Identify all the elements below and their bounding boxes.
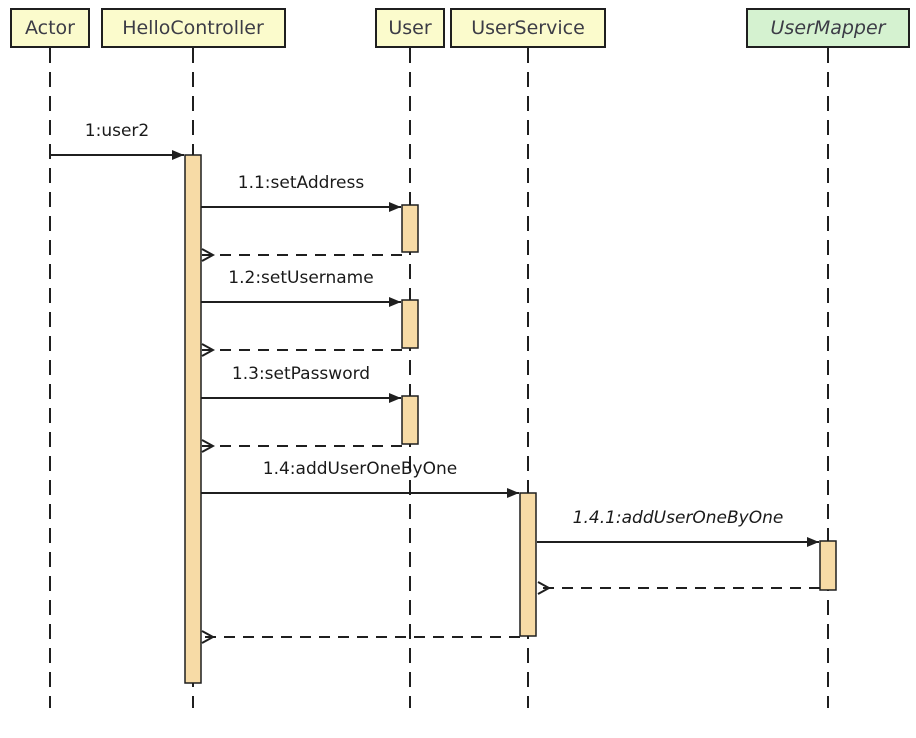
participant-box-userservice: UserService: [450, 8, 606, 48]
participant-box-hellocontroller: HelloController: [100, 8, 286, 48]
message-label-user2: 1:user2: [84, 121, 150, 141]
message-label-setaddress: 1.1:setAddress: [237, 173, 365, 193]
messages-layer: [50, 150, 820, 637]
activations-layer: [184, 154, 837, 684]
activation-bar-userservice-4: [519, 492, 537, 637]
participant-box-usermapper: UserMapper: [746, 8, 910, 48]
message-label-adduseronebyone: 1.4:addUserOneByOne: [262, 459, 458, 479]
message-label-setusername: 1.2:setUsername: [228, 268, 374, 288]
participant-box-actor: Actor: [10, 8, 90, 48]
activation-bar-user-3: [401, 395, 419, 445]
message-label-adduseronebyone-impl: 1.4.1:addUserOneByOne: [572, 508, 784, 528]
lifelines-layer: [49, 48, 829, 708]
participant-box-user: User: [375, 8, 445, 48]
activation-bar-usermapper-5: [819, 540, 837, 591]
activation-bar-user-2: [401, 299, 419, 349]
activation-bar-user-1: [401, 204, 419, 253]
activation-bar-hellocontroller-0: [184, 154, 202, 684]
message-label-setpassword: 1.3:setPassword: [231, 364, 371, 384]
